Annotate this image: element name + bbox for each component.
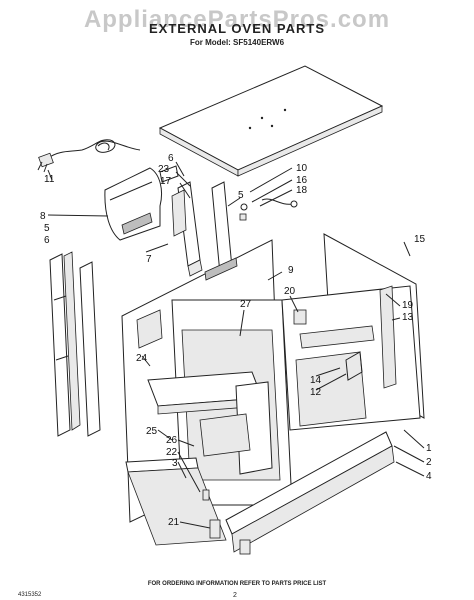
page-title: EXTERNAL OVEN PARTS bbox=[149, 21, 325, 36]
left-outer-panel bbox=[49, 251, 101, 437]
callout-15: 15 bbox=[414, 234, 426, 245]
callout-5: 5 bbox=[238, 190, 244, 201]
fasteners-upper bbox=[239, 198, 298, 221]
callout-10: 10 bbox=[296, 163, 308, 174]
callout-17: 17 bbox=[160, 176, 172, 187]
callout-1: 1 bbox=[426, 443, 432, 454]
callout-22: 22 bbox=[166, 447, 178, 458]
callout-labels: 11 6 23 17 8 5 6 7 10 16 18 5 15 9 20 27… bbox=[40, 153, 432, 528]
callout-23: 23 bbox=[158, 164, 170, 175]
ordering-note: FOR ORDERING INFORMATION REFER TO PARTS … bbox=[147, 581, 327, 587]
callout-27: 27 bbox=[240, 299, 252, 310]
callout-26: 26 bbox=[166, 435, 178, 446]
model-subtitle: For Model: SF5140ERW6 bbox=[189, 38, 285, 47]
callout-13: 13 bbox=[402, 312, 414, 323]
callout-20: 20 bbox=[284, 286, 296, 297]
callout-7: 7 bbox=[146, 254, 152, 265]
control-housing bbox=[104, 167, 163, 241]
upper-side-trim bbox=[159, 165, 233, 277]
callout-2: 2 bbox=[426, 457, 432, 468]
callout-3: 3 bbox=[172, 458, 178, 469]
document-number: 4315352 bbox=[18, 592, 42, 598]
callout-6: 6 bbox=[44, 235, 50, 246]
callout-5: 5 bbox=[44, 223, 50, 234]
callout-8: 8 bbox=[40, 211, 46, 222]
callout-9: 9 bbox=[288, 265, 294, 276]
callout-16: 16 bbox=[296, 175, 308, 186]
callout-6: 6 bbox=[168, 153, 174, 164]
callout-12: 12 bbox=[310, 387, 322, 398]
callout-19: 19 bbox=[402, 300, 414, 311]
page-number: 2 bbox=[233, 592, 237, 599]
callout-24: 24 bbox=[136, 353, 148, 364]
oven-body-right-side bbox=[281, 233, 425, 431]
power-cord bbox=[37, 139, 141, 173]
callout-25: 25 bbox=[146, 426, 158, 437]
callout-11: 11 bbox=[44, 174, 55, 185]
top-panel bbox=[158, 65, 384, 177]
leader-lines bbox=[47, 161, 425, 529]
callout-18: 18 bbox=[296, 185, 308, 196]
watermark: AppliancePartsPros.com bbox=[83, 6, 391, 33]
bottom-kick-plates bbox=[125, 431, 395, 555]
callout-4: 4 bbox=[426, 471, 432, 482]
callout-14: 14 bbox=[310, 375, 322, 386]
oven-front-frame bbox=[147, 299, 293, 506]
callout-21: 21 bbox=[168, 517, 180, 528]
